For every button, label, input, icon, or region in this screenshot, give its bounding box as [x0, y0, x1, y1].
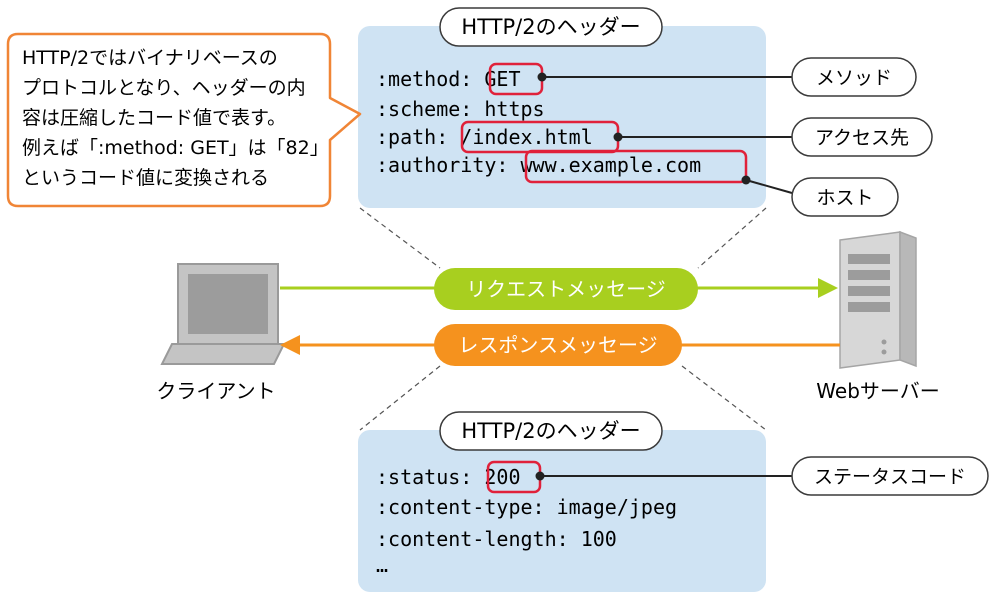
request-panel-title: HTTP/2のヘッダー	[461, 15, 640, 39]
explanation-callout: HTTP/2ではバイナリベースの プロトコルとなり、ヘッダーの内 容は圧縮したコ…	[6, 32, 362, 208]
server-slot-4	[848, 302, 890, 312]
host-label-pill	[791, 177, 899, 217]
response-panel-title-pill	[439, 411, 663, 451]
request-panel-title-pill	[439, 7, 663, 47]
request-arrow: リクエストメッセージ	[280, 268, 838, 310]
callout-bubble	[6, 32, 362, 208]
access-target-label-pill	[791, 117, 933, 157]
server-front	[839, 231, 901, 369]
web-server-icon	[839, 230, 917, 369]
status-code-label-pill	[791, 456, 989, 496]
response-message-label: レスポンスメッセージ	[458, 333, 657, 357]
response-message-pill	[434, 324, 682, 366]
status-leader-dot	[535, 471, 545, 481]
client-laptop-icon	[160, 263, 286, 365]
callout-line-2: プロトコルとなり、ヘッダーの内	[22, 77, 306, 99]
authority-value-highlight	[524, 149, 748, 184]
request-message-pill	[434, 268, 698, 310]
request-line-authority: :authority: www.example.com	[376, 153, 701, 177]
request-header-panel: HTTP/2のヘッダー :method: GET :scheme: https …	[358, 7, 766, 208]
response-line-content-type: :content-type: image/jpeg	[376, 495, 677, 519]
host-label: ホスト	[816, 187, 873, 209]
laptop-screen	[188, 274, 268, 334]
response-arrow-head	[280, 335, 300, 355]
method-label: メソッド	[816, 67, 892, 89]
client-label: クライアント	[156, 379, 275, 403]
method-leader-dot	[537, 72, 547, 82]
access-target-label: アクセス先	[815, 127, 909, 149]
request-panel-background	[358, 26, 766, 208]
request-line-scheme: :scheme: https	[376, 97, 545, 121]
expansion-dashed-lines	[359, 207, 767, 431]
host-leader-dot	[741, 175, 751, 185]
status-code-label-group: ステータスコード	[535, 456, 989, 496]
server-light-1	[881, 339, 887, 345]
response-line-content-length: :content-length: 100	[376, 527, 617, 551]
request-labels: メソッド アクセス先 ホスト	[537, 57, 933, 217]
response-line-ellipsis: …	[376, 553, 388, 577]
server-slot-2	[848, 270, 890, 280]
laptop-base	[160, 343, 286, 365]
response-line-status: :status: 200	[376, 465, 521, 489]
response-panel-background	[358, 430, 766, 592]
server-slot-3	[848, 286, 890, 296]
request-arrow-head	[818, 278, 838, 298]
request-message-label: リクエストメッセージ	[466, 277, 666, 301]
response-dash-right	[681, 365, 767, 431]
request-dash-right	[697, 207, 767, 269]
method-label-pill	[791, 57, 917, 97]
server-light-2	[881, 349, 887, 355]
response-header-panel: HTTP/2のヘッダー :status: 200 :content-type: …	[358, 411, 766, 592]
callout-line-3: 容は圧縮したコード値で表す。	[22, 107, 286, 129]
response-dash-left	[359, 365, 441, 431]
host-leader-line	[745, 179, 793, 194]
status-code-label: ステータスコード	[814, 466, 966, 488]
response-panel-title: HTTP/2のヘッダー	[461, 419, 640, 443]
request-line-method: :method: GET	[376, 67, 521, 91]
callout-line-1: HTTP/2ではバイナリベースの	[22, 47, 278, 69]
server-side	[899, 230, 917, 368]
access-target-leader-dot	[613, 132, 623, 142]
response-arrow: レスポンスメッセージ	[280, 324, 840, 366]
server-label: Webサーバー	[816, 379, 939, 403]
request-line-path: :path: /index.html	[376, 125, 593, 149]
server-slot-1	[848, 254, 890, 264]
callout-line-5: というコード値に変換される	[22, 167, 269, 189]
request-dash-left	[359, 207, 441, 269]
callout-line-4: 例えば「:method: GET」は「82」	[22, 137, 329, 159]
